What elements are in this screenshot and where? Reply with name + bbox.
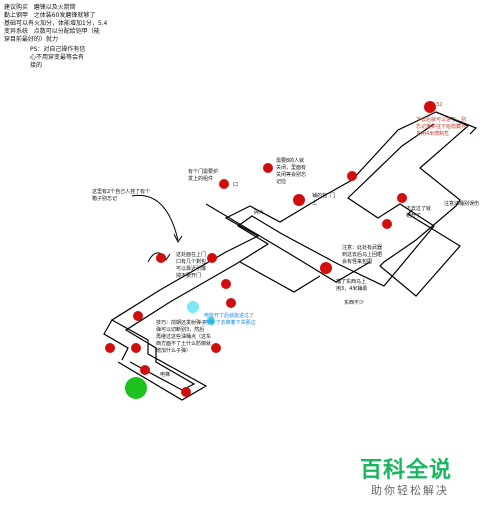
- red-dot-icon: [140, 365, 150, 375]
- red-dot-icon: [105, 343, 115, 353]
- cyan-dot-icon: [207, 317, 215, 325]
- label-passed-open: 下去过了就 铠开了: [406, 206, 432, 219]
- cyan-dot-icon: [187, 301, 199, 313]
- curved-arrow-icon: [131, 194, 179, 241]
- red-dot-icon: [263, 163, 273, 173]
- label-tips: 技巧：前期还发射弹子 弹可以切断别3，然后 再继过这些油桶点（这东 西方面不了土…: [156, 320, 212, 354]
- red-dot-icon: [347, 171, 357, 181]
- label-go-down: 下去后就可以进了，别 忘记重新往下给隐藏点 多用4米爬制危: [416, 117, 467, 137]
- watermark-subtitle: 助你轻松解决: [371, 484, 449, 497]
- red-dot-icon: [382, 219, 392, 229]
- watermark-title: 百科全说: [360, 458, 453, 483]
- label-elevator: 电梯: [160, 372, 171, 378]
- label-use-item: 捕了东西马上 用3，4米辅助: [336, 279, 368, 292]
- label-power-on: 电能开了后就能进过了 用电 了去推着下关那边: [204, 313, 256, 326]
- red-dot-icon: [211, 343, 221, 353]
- label-32: 32: [436, 102, 443, 108]
- red-dot-icon: [207, 253, 217, 263]
- red-dot-icon: [226, 298, 236, 308]
- corridor-lower-left: [103, 319, 129, 361]
- label-lots-of-stuff: 东西不少: [344, 300, 365, 306]
- label-fragment: 碎片: [254, 210, 265, 216]
- red-dot-icon: [221, 279, 231, 289]
- red-dot-icon: [293, 194, 305, 206]
- arrow-head-icon: [173, 233, 183, 243]
- corridor-spur: [239, 261, 321, 293]
- label-oil-barrel: 注意油桶别误伤: [444, 201, 480, 207]
- ps-note: PS：对自己操作有信 心不用穿变最等会有 接的: [30, 46, 86, 69]
- red-dot-icon: [131, 343, 141, 353]
- label-teammates-box: 这里有2个自己人挂了有个 箱子别忘记: [92, 189, 151, 202]
- red-dot-icon: [133, 311, 143, 321]
- red-dot-icon: [320, 262, 332, 274]
- red-dot-icon: [424, 101, 436, 113]
- label-close-room: 需要8的人就 关闭，里面有 关闭等会别忘 记捡: [276, 158, 307, 185]
- header-note: 建议购买 磨锋以及火箭筒 勤上钢甲 之体装60发磨锋就够了 基础可以有火加分，体…: [4, 4, 108, 43]
- label-door-component: 有个门需要炉 发上的组件: [188, 169, 219, 182]
- red-dot-icon: [219, 179, 229, 189]
- label-package-door: 铺的包 门 上: [312, 193, 336, 206]
- red-markers: [105, 101, 436, 397]
- red-dot-icon: [181, 387, 191, 397]
- corridor-inner: [124, 123, 435, 391]
- label-door-bombs: 这处面在上门 口有几个剩包 可以靠近引爆 掉不要开门: [176, 252, 207, 279]
- cyan-items: [187, 301, 215, 325]
- corridor-right-tip: [435, 111, 478, 135]
- label-door: 口: [233, 182, 239, 188]
- red-dot-icon: [156, 253, 166, 263]
- red-dot-icon: [397, 193, 407, 203]
- corridor-middle-arm: [205, 203, 371, 283]
- pointer-arrows: [131, 194, 183, 263]
- label-weapon-warning: 注意：此处有武器 到这去后马上回晒 会有怪来包围: [342, 245, 383, 265]
- green-circle-icon: [125, 377, 147, 399]
